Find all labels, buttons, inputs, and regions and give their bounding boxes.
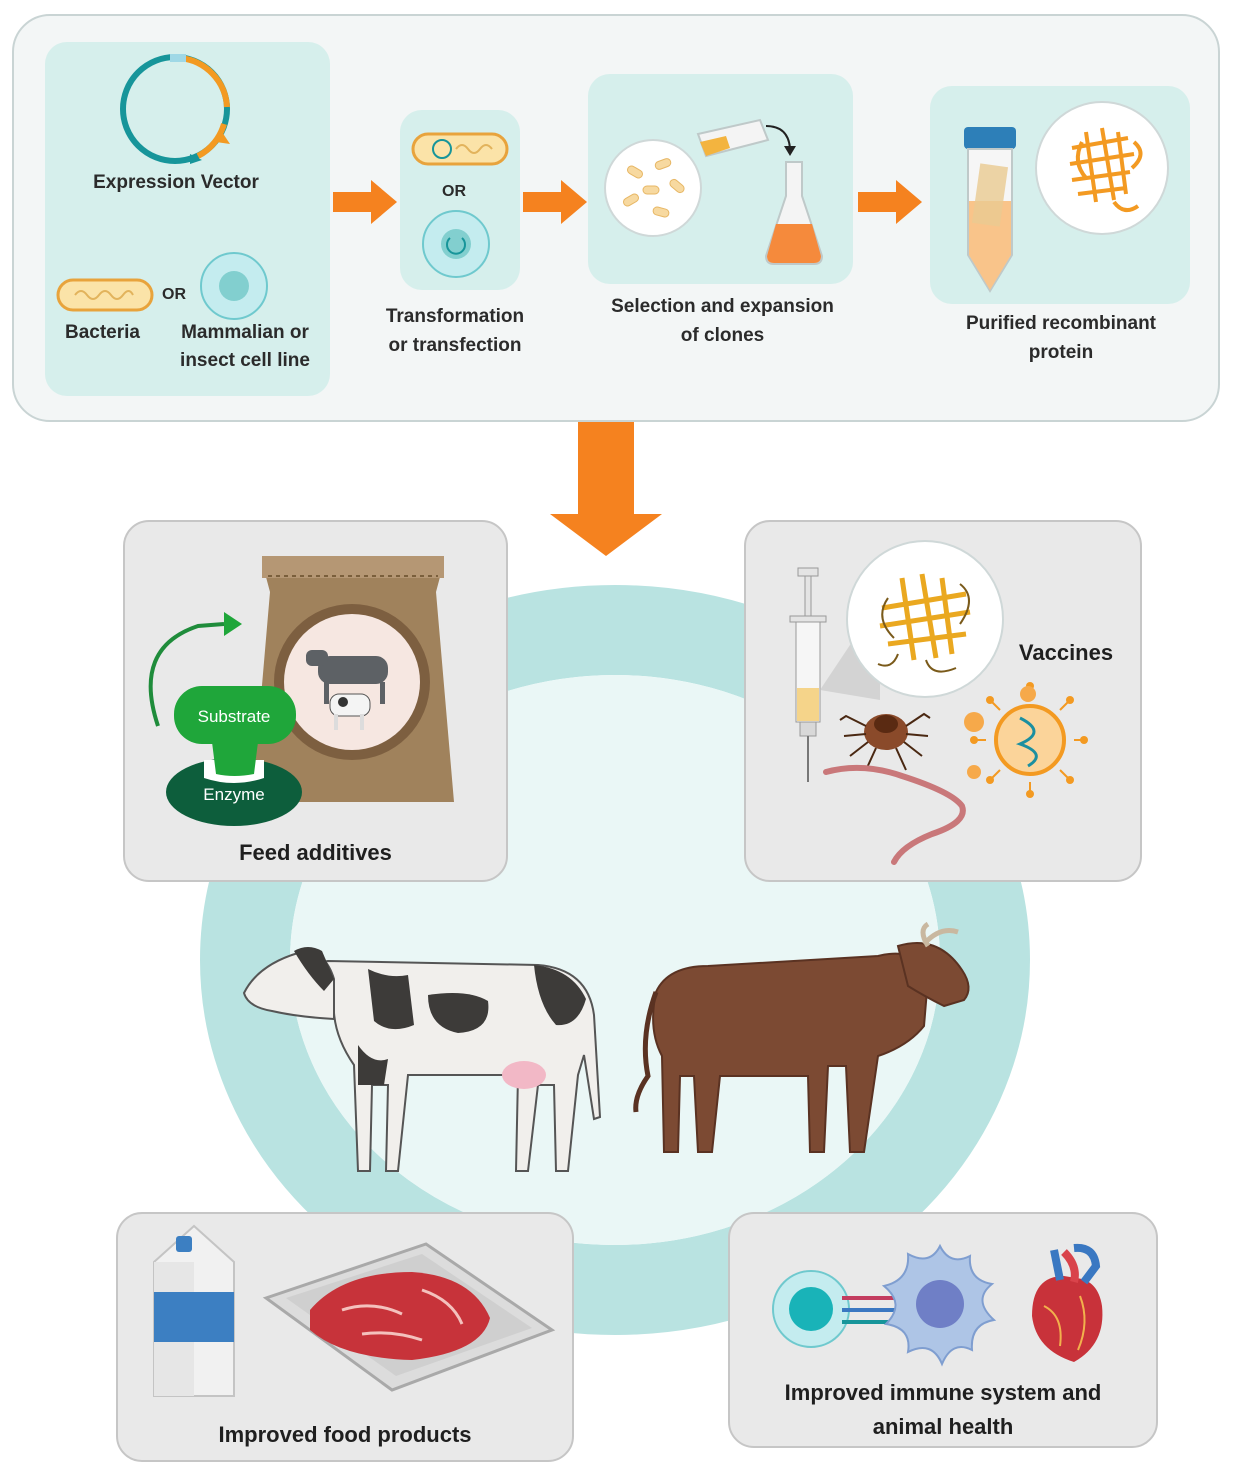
selection-label-1: Selection and expansion xyxy=(611,296,834,317)
purified-protein-label-1: Purified recombinant xyxy=(965,313,1157,334)
flask-icon xyxy=(764,161,824,265)
curved-arrow-icon xyxy=(765,125,796,156)
heart-icon xyxy=(1032,1243,1103,1362)
or-label-step1: OR xyxy=(162,286,186,303)
test-tube-pouring-icon xyxy=(696,118,770,158)
falcon-tube-icon xyxy=(964,127,1016,293)
bacteria-icon-transformed xyxy=(411,132,509,166)
vaccines-label: Vaccines xyxy=(1018,640,1114,665)
tick-icon xyxy=(839,712,931,771)
arrow-right-2 xyxy=(523,180,587,224)
bacteria-icon xyxy=(56,278,154,312)
bacteria-label: Bacteria xyxy=(65,322,140,343)
step-expression-vector xyxy=(45,42,330,396)
meat-tray-icon xyxy=(262,1242,556,1392)
arrow-right-3 xyxy=(858,180,922,224)
dairy-cow-icon xyxy=(242,947,602,1172)
enzyme-label: Enzyme xyxy=(203,785,264,804)
milk-carton-icon xyxy=(153,1224,235,1397)
cell-icon-transfected xyxy=(422,210,490,278)
transformation-label-2: or transfection xyxy=(388,335,522,356)
feed-bag-icon xyxy=(252,556,454,802)
cell-line-label-1: Mammalian or xyxy=(181,322,309,343)
protein-zoom-icon xyxy=(1035,101,1169,235)
selection-label-2: of clones xyxy=(680,325,765,346)
reaction-arrow-icon xyxy=(148,612,242,727)
cell-icon xyxy=(200,252,268,320)
small-virus-icons xyxy=(1020,686,1036,702)
or-label-step2: OR xyxy=(442,183,466,200)
immune-label-1: Improved immune system and xyxy=(784,1380,1102,1405)
virus-icon xyxy=(964,682,1088,798)
expression-vector-label: Expression Vector xyxy=(93,172,259,193)
worm-icon xyxy=(823,764,966,865)
substrate-label: Substrate xyxy=(198,707,271,726)
feed-additives-label: Feed additives xyxy=(239,840,392,865)
syringe-icon xyxy=(789,567,827,782)
arrow-right-1 xyxy=(333,180,397,224)
enzyme-substrate-icon: Substrate Enzyme xyxy=(166,686,302,826)
brown-bull-icon xyxy=(633,921,970,1153)
lymphocyte-icon xyxy=(772,1270,850,1348)
arrow-down xyxy=(550,422,662,556)
purified-protein-label-2: protein xyxy=(1028,342,1094,363)
plasmid-icon xyxy=(120,54,230,164)
transformation-label-1: Transformation xyxy=(385,306,525,327)
food-products-label: Improved food products xyxy=(218,1422,472,1447)
antigen-protein-icon xyxy=(846,540,1004,698)
dendritic-cell-icon xyxy=(881,1243,997,1367)
cell-line-label-2: insect cell line xyxy=(180,350,310,371)
cow-icon-small xyxy=(306,650,388,730)
petri-dish-icon xyxy=(604,139,702,237)
immune-label-2: animal health xyxy=(872,1414,1014,1439)
